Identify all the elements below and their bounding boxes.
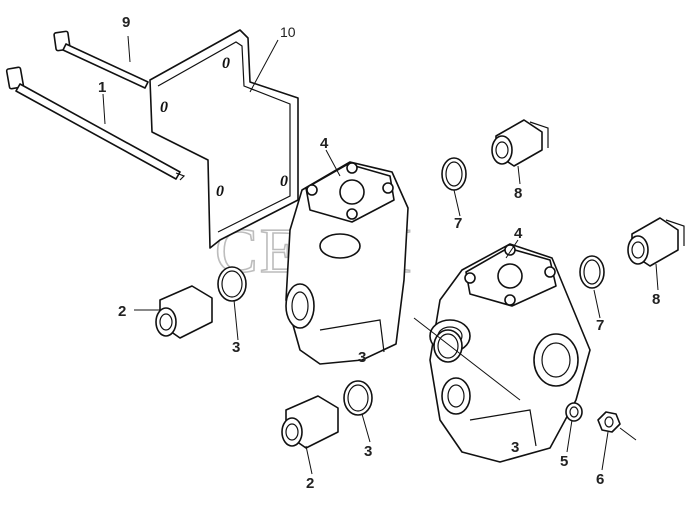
callout-4-upper: 4 (320, 135, 329, 152)
callout-2-upper: 2 (118, 303, 126, 320)
fitting-2-upper (155, 285, 213, 339)
bracket-hole-mark: 0 (280, 173, 288, 190)
callout-3-lower: 3 (364, 443, 372, 460)
leader-lines (102, 35, 659, 475)
callout-9: 9 (122, 14, 130, 31)
valve-body-mark: 3 (511, 439, 519, 456)
callout-7-upper: 7 (454, 215, 462, 232)
washer-5 (565, 402, 583, 422)
callout-3-left: 3 (232, 339, 240, 356)
fitting-8-lower (627, 217, 685, 267)
o-ring-3-center (433, 329, 463, 363)
mounting-bracket-10: 0 0 0 0 (149, 29, 299, 249)
callout-8-lower: 8 (652, 291, 660, 308)
callout-5: 5 (560, 453, 568, 470)
callout-4-lower: 4 (514, 225, 523, 242)
fitting-2-lower (281, 395, 339, 449)
callout-2-lower: 2 (306, 475, 314, 492)
valve-body-lower: 3 (429, 243, 591, 463)
callout-7-lower: 7 (596, 317, 604, 334)
bracket-hole-mark: 0 (222, 55, 230, 72)
o-ring-3-left (217, 266, 247, 302)
bracket-hole-mark: 0 (160, 99, 168, 116)
bolt-1 (5, 66, 186, 181)
valve-body-mark: 3 (358, 349, 366, 366)
fitting-8-upper (491, 119, 549, 167)
callout-8-upper: 8 (514, 185, 522, 202)
o-ring-7-lower (579, 255, 605, 289)
o-ring-7-upper (441, 157, 467, 191)
bolt-9 (53, 30, 149, 89)
o-ring-3-lower (343, 380, 373, 416)
valve-body-upper: 3 (285, 161, 409, 366)
bracket-hole-mark: 0 (216, 183, 224, 200)
callout-labels: 9 1 10 4 4 7 7 8 8 2 3 2 3 5 6 (98, 14, 660, 492)
callout-1: 1 (98, 79, 106, 96)
callout-6: 6 (596, 471, 604, 488)
nut-6 (597, 411, 621, 433)
callout-10: 10 (280, 24, 296, 40)
